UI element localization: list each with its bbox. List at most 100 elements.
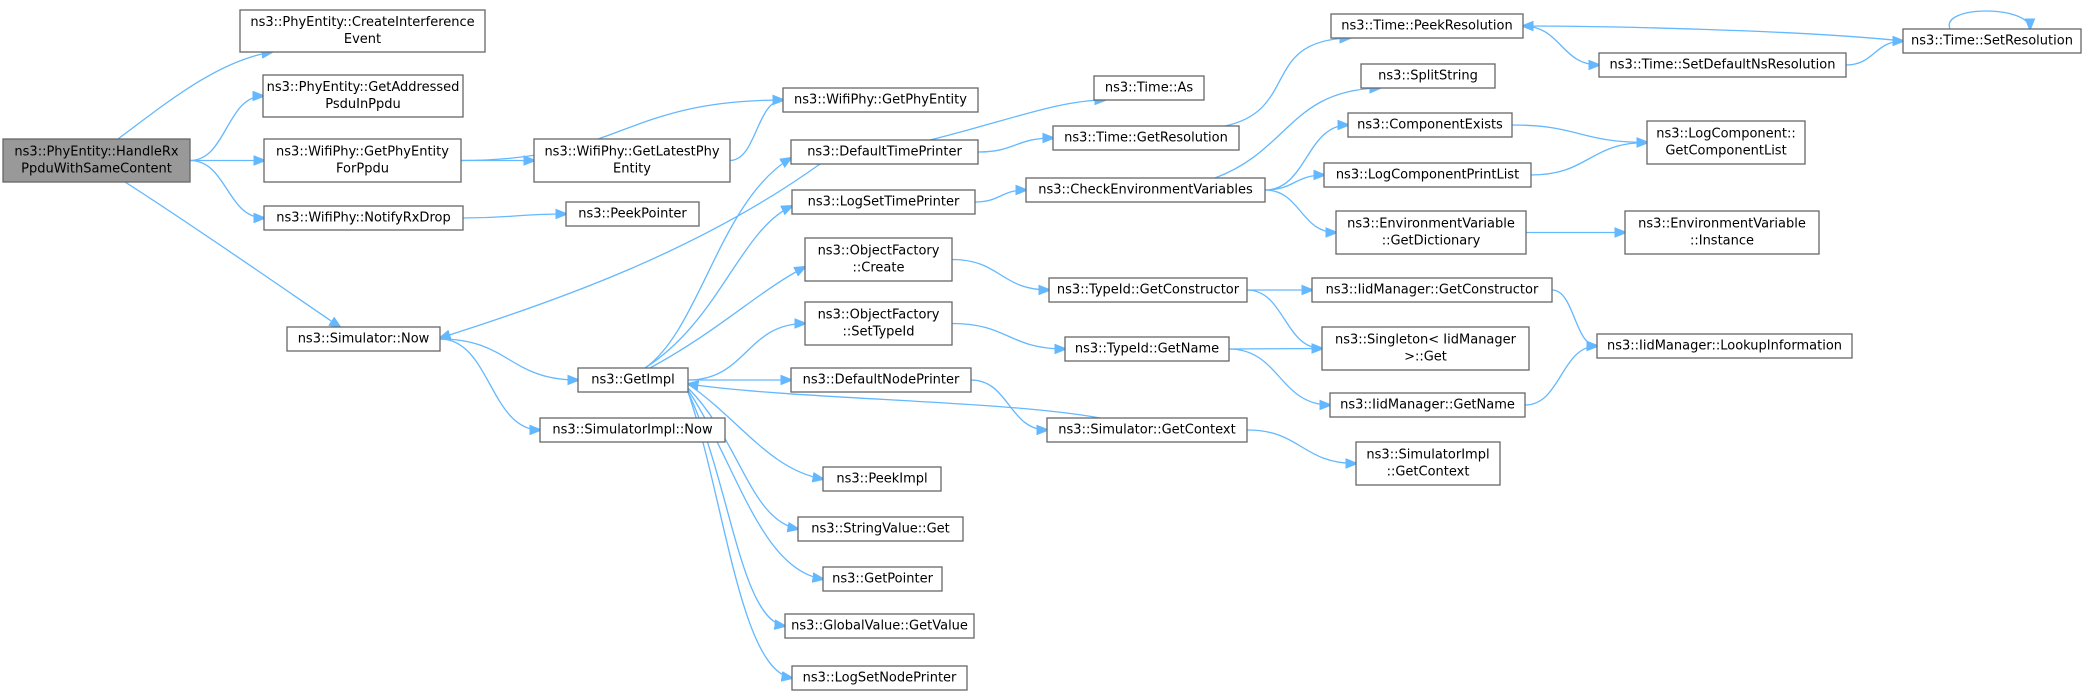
node-label: ns3::PeekPointer xyxy=(578,207,687,222)
node-box xyxy=(239,9,486,53)
edge-defaultTimePrinter-to-timeAs xyxy=(929,100,1105,141)
edge-defaultNodePrinter-to-simGetContext xyxy=(970,379,1047,430)
node-peekPointer[interactable]: ns3::PeekPointer xyxy=(565,201,700,227)
node-logSetNodePrinter[interactable]: ns3::LogSetNodePrinter xyxy=(791,665,968,691)
edge-getImpl-to-stringValueGet xyxy=(687,387,798,529)
node-timePeekResolution[interactable]: ns3::Time::PeekResolution xyxy=(1330,13,1524,39)
node-box xyxy=(804,237,953,282)
node-objFactoryCreate[interactable]: ns3::ObjectFactory::Create xyxy=(804,237,953,282)
node-box xyxy=(784,613,975,639)
node-iidGetName[interactable]: ns3::IidManager::GetName xyxy=(1329,392,1526,418)
node-box xyxy=(1624,210,1820,255)
node-box xyxy=(263,205,464,231)
node-label: ::GetDictionary xyxy=(1382,234,1481,249)
node-simGetContext[interactable]: ns3::Simulator::GetContext xyxy=(1046,417,1248,443)
node-label: ns3::GlobalValue::GetValue xyxy=(791,619,968,634)
node-componentExists[interactable]: ns3::ComponentExists xyxy=(1347,112,1513,138)
node-logComponentPrintList[interactable]: ns3::LogComponentPrintList xyxy=(1323,162,1532,188)
node-timeGetResolution[interactable]: ns3::Time::GetResolution xyxy=(1052,125,1240,151)
node-simNow[interactable]: ns3::Simulator::Now xyxy=(286,326,441,352)
edge-objFactoryCreate-to-typeIdGetConstructor xyxy=(951,258,1049,291)
edge-getImpl-to-objFactoryCreate xyxy=(649,267,805,369)
node-label: ns3::IidManager::LookupInformation xyxy=(1607,339,1842,354)
node-box xyxy=(533,138,731,183)
node-timeSetResolution[interactable]: ns3::Time::SetResolution xyxy=(1902,28,2082,54)
node-getPointer[interactable]: ns3::GetPointer xyxy=(822,566,943,592)
node-box xyxy=(1646,120,1806,165)
node-label: ns3::EnvironmentVariable xyxy=(1638,217,1806,232)
node-objFactorySetTypeId[interactable]: ns3::ObjectFactory::SetTypeId xyxy=(804,301,953,346)
node-box xyxy=(797,516,964,542)
node-timeAs[interactable]: ns3::Time::As xyxy=(1093,75,1205,101)
node-splitString[interactable]: ns3::SplitString xyxy=(1360,63,1496,89)
node-root[interactable]: ns3::PhyEntity::HandleRxPpduWithSameCont… xyxy=(2,138,191,183)
edge-typeIdGetName-to-singletonGet xyxy=(1228,349,1322,350)
node-label: ::Create xyxy=(853,261,905,276)
node-box xyxy=(1052,125,1240,151)
node-box xyxy=(286,326,441,352)
node-label: ns3::WifiPhy::GetPhyEntity xyxy=(794,93,967,108)
edge-notifyRxDrop-to-peekPointer xyxy=(462,214,566,218)
node-label: ns3::IidManager::GetConstructor xyxy=(1326,283,1539,298)
node-label: ForPpdu xyxy=(336,162,389,177)
node-label: ns3::PhyEntity::HandleRx xyxy=(14,145,178,160)
node-globalValueGet[interactable]: ns3::GlobalValue::GetValue xyxy=(784,613,975,639)
node-envVarGetDictionary[interactable]: ns3::EnvironmentVariable::GetDictionary xyxy=(1335,210,1527,255)
node-label: GetComponentList xyxy=(1665,144,1786,159)
node-box xyxy=(1355,441,1501,486)
node-checkEnv[interactable]: ns3::CheckEnvironmentVariables xyxy=(1025,177,1266,203)
node-iidLookup[interactable]: ns3::IidManager::LookupInformation xyxy=(1596,333,1853,359)
node-label: ns3::ObjectFactory xyxy=(818,244,940,259)
node-envVarInstance[interactable]: ns3::EnvironmentVariable::Instance xyxy=(1624,210,1820,255)
edge-simNow-to-simImplNow xyxy=(439,338,540,430)
node-label: ns3::Singleton< IidManager xyxy=(1335,333,1517,348)
node-layer: ns3::PhyEntity::HandleRxPpduWithSameCont… xyxy=(2,9,2082,691)
node-typeIdGetName[interactable]: ns3::TypeId::GetName xyxy=(1064,336,1230,362)
edge-defaultTimePrinter-to-simNow xyxy=(440,163,821,338)
node-box xyxy=(1360,63,1496,89)
edge-timeSetResolution-to-timePeekResolution xyxy=(1523,26,1904,42)
node-stringValueGet[interactable]: ns3::StringValue::Get xyxy=(797,516,964,542)
node-getImpl[interactable]: ns3::GetImpl xyxy=(577,367,689,393)
node-simImplGetContext[interactable]: ns3::SimulatorImpl::GetContext xyxy=(1355,441,1501,486)
edge-timeGetResolution-to-timePeekResolution xyxy=(1224,38,1350,127)
node-label: ns3::WifiPhy::NotifyRxDrop xyxy=(276,211,450,226)
node-box xyxy=(1323,162,1532,188)
node-peekImpl[interactable]: ns3::PeekImpl xyxy=(822,466,942,492)
node-box xyxy=(577,367,689,393)
node-label: ns3::EnvironmentVariable xyxy=(1347,217,1515,232)
node-typeIdGetConstructor[interactable]: ns3::TypeId::GetConstructor xyxy=(1048,277,1248,303)
node-defaultNodePrinter[interactable]: ns3::DefaultNodePrinter xyxy=(790,367,972,393)
node-box xyxy=(565,201,700,227)
node-label: Event xyxy=(344,32,381,47)
node-defaultTimePrinter[interactable]: ns3::DefaultTimePrinter xyxy=(790,139,979,165)
node-label: ns3::Time::GetResolution xyxy=(1064,131,1228,146)
node-box xyxy=(1048,277,1248,303)
node-notifyRxDrop[interactable]: ns3::WifiPhy::NotifyRxDrop xyxy=(263,205,464,231)
edge-componentExists-to-logComponentGetList xyxy=(1511,124,1647,143)
node-label: ns3::Simulator::Now xyxy=(298,332,430,347)
node-box xyxy=(1093,75,1205,101)
edge-getImpl-to-defaultTimePrinter xyxy=(644,158,791,369)
node-simImplNow[interactable]: ns3::SimulatorImpl::Now xyxy=(539,417,726,443)
node-timeSetDefaultNs[interactable]: ns3::Time::SetDefaultNsResolution xyxy=(1598,52,1847,78)
node-label: ns3::ComponentExists xyxy=(1357,118,1503,133)
node-logComponentGetList[interactable]: ns3::LogComponent::GetComponentList xyxy=(1646,120,1806,165)
edge-typeIdGetConstructor-to-singletonGet xyxy=(1246,289,1322,349)
edge-checkEnv-to-logComponentPrintList xyxy=(1264,175,1324,191)
node-label: ns3::Time::PeekResolution xyxy=(1341,19,1512,34)
node-iidGetConstructor[interactable]: ns3::IidManager::GetConstructor xyxy=(1311,277,1553,303)
node-box xyxy=(782,87,979,113)
node-box xyxy=(822,566,943,592)
node-box xyxy=(1335,210,1527,255)
edge-root-to-getAddressed xyxy=(189,96,263,162)
node-logSetTimePrinter[interactable]: ns3::LogSetTimePrinter xyxy=(791,189,976,215)
node-box xyxy=(1064,336,1230,362)
node-getPhyEntity[interactable]: ns3::WifiPhy::GetPhyEntity xyxy=(782,87,979,113)
node-singletonGet[interactable]: ns3::Singleton< IidManager>::Get xyxy=(1321,326,1530,371)
